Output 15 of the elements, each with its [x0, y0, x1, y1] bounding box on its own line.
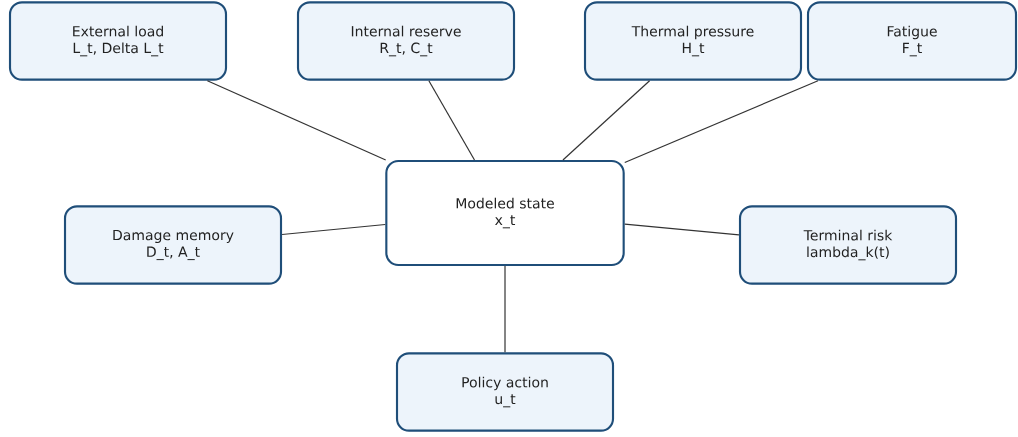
variable-box: Damage memory D_t, A_t [63, 205, 283, 285]
variable-box: Thermal pressure H_t [583, 1, 803, 81]
connector-line [206, 80, 387, 161]
connector-line [281, 223, 386, 236]
variable-box: Terminal risk lambda_k(t) [738, 205, 958, 285]
connector-line [624, 80, 819, 164]
variable-box: Fatigue F_t [806, 1, 1018, 81]
connector-line [428, 80, 476, 161]
variable-box: Internal reserve R_t, C_t [296, 1, 516, 81]
connector-line [562, 80, 651, 161]
variable-box: External load L_t, Delta L_t [8, 1, 228, 81]
connector-line [624, 223, 740, 236]
variable-box: Policy action u_t [395, 352, 615, 432]
state-box: Modeled state x_t [385, 159, 625, 267]
connector-line [504, 265, 506, 353]
